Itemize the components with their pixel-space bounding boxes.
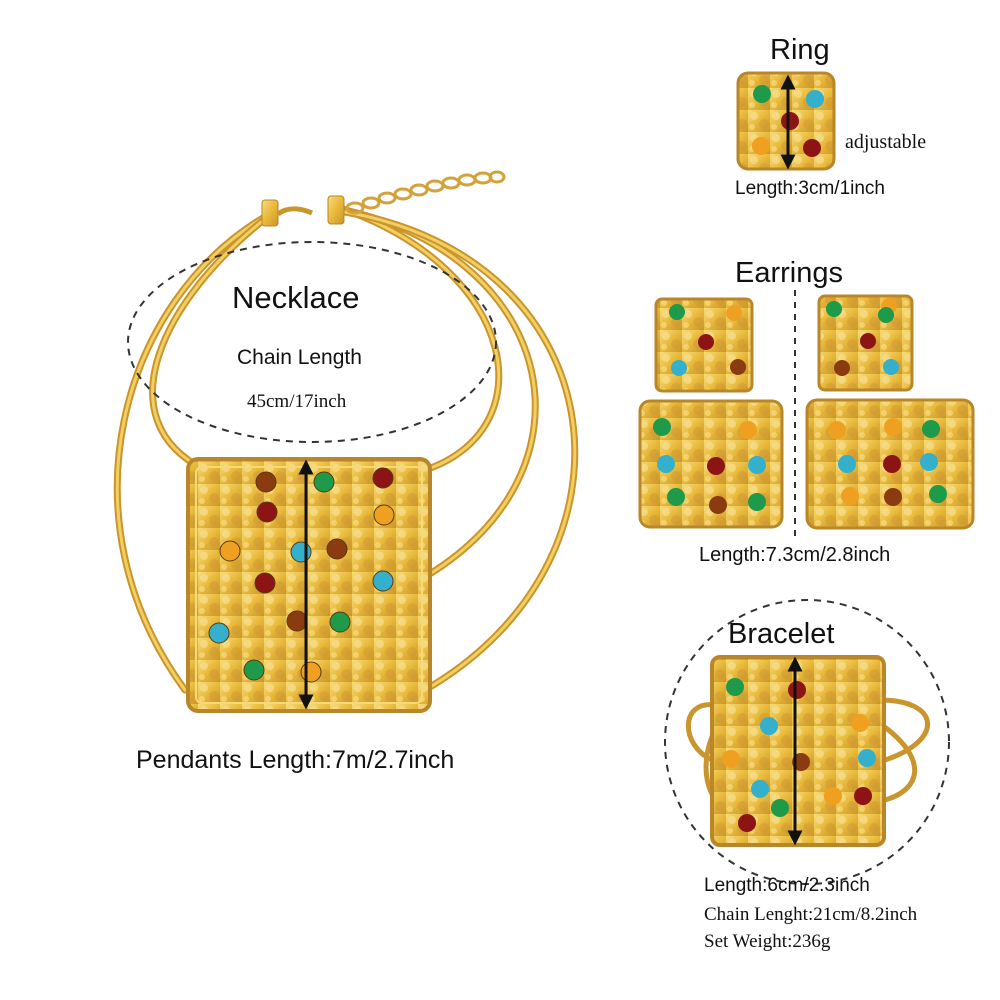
earring-left <box>638 297 784 529</box>
chain-length-oval <box>127 241 497 443</box>
ring-length-label: Length:3cm/1inch <box>735 178 885 199</box>
bracelet-title: Bracelet <box>728 618 835 650</box>
set-weight-label: Set Weight:236g <box>704 931 831 952</box>
bracelet-chain-length-label: Chain Lenght:21cm/8.2inch <box>704 904 918 925</box>
ring-title: Ring <box>770 34 830 66</box>
necklace-pendant <box>186 457 432 713</box>
earrings-title: Earrings <box>735 257 843 289</box>
earrings-length-label: Length:7.3cm/2.8inch <box>699 544 891 566</box>
ring-image <box>736 71 836 171</box>
chain-length-label: Chain Length <box>237 346 362 369</box>
pendant-gems <box>208 467 395 683</box>
pendant-length-label: Pendants Length:7m/2.7inch <box>136 746 455 774</box>
bracelet-circle <box>664 599 950 885</box>
ring-adjustable-note: adjustable <box>845 131 927 153</box>
bracelet-image <box>685 655 931 847</box>
necklace-title: Necklace <box>232 280 360 315</box>
chain-length-value: 45cm/17inch <box>247 391 347 412</box>
earring-right <box>805 294 975 530</box>
bracelet-length-label: Length:6cm/2.3inch <box>704 875 870 896</box>
necklace-clasp <box>261 170 506 227</box>
